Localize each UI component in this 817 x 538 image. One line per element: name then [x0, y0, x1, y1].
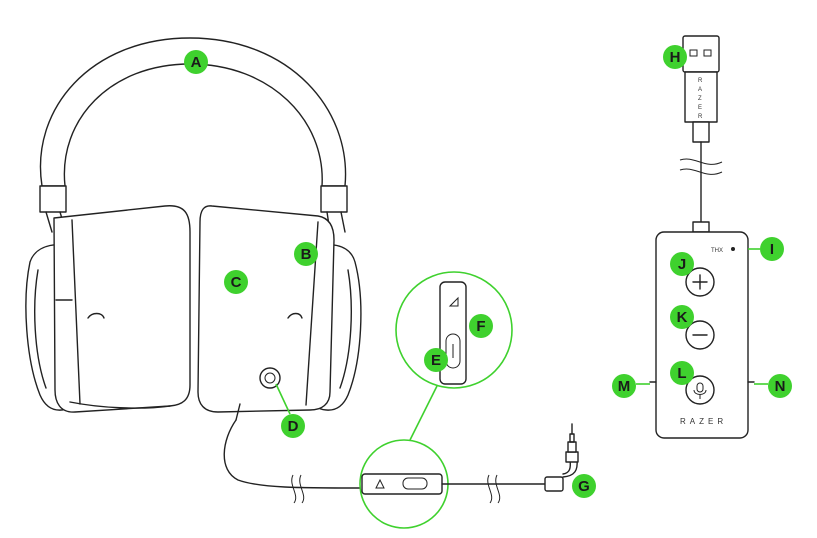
- badge-B: B: [294, 242, 318, 266]
- badge-A: A: [184, 50, 208, 74]
- label-B: B: [301, 246, 312, 263]
- audio-jack: [545, 424, 578, 491]
- control-box-brand: RAZER: [680, 417, 727, 426]
- badge-F: F: [469, 314, 493, 338]
- badge-K: K: [670, 305, 694, 329]
- label-C: C: [231, 274, 242, 291]
- badge-M: M: [612, 374, 650, 398]
- badge-L: L: [670, 361, 694, 385]
- label-G: G: [578, 478, 590, 495]
- badge-I: I: [748, 237, 784, 261]
- badge-J: J: [670, 252, 694, 276]
- svg-text:R: R: [698, 114, 703, 120]
- svg-text:Z: Z: [698, 96, 702, 102]
- label-H: H: [670, 49, 681, 66]
- label-N: N: [775, 378, 786, 395]
- left-earcup: [26, 206, 190, 412]
- inline-control-zoom: [396, 272, 512, 388]
- label-E: E: [431, 352, 441, 369]
- label-D: D: [288, 418, 299, 435]
- usb-connector: R A Z E R: [680, 36, 722, 232]
- usb-control-box: THX RAZER: [650, 232, 754, 438]
- label-I: I: [770, 241, 774, 258]
- inline-control: [360, 440, 545, 528]
- svg-text:E: E: [698, 105, 702, 111]
- svg-text:A: A: [698, 87, 702, 93]
- zoom-callout-line: [410, 386, 437, 440]
- badge-C: C: [224, 270, 248, 294]
- label-L: L: [677, 365, 686, 382]
- right-earcup: [198, 206, 361, 420]
- badge-G: G: [572, 474, 596, 498]
- badge-H: H: [663, 45, 687, 69]
- svg-text:R: R: [698, 78, 703, 84]
- badge-E: E: [424, 348, 448, 372]
- badge-N: N: [754, 374, 792, 398]
- label-K: K: [677, 309, 688, 326]
- label-F: F: [476, 318, 485, 335]
- thx-mark: THX: [711, 248, 723, 254]
- label-M: M: [618, 378, 631, 395]
- label-A: A: [191, 54, 202, 71]
- label-J: J: [678, 256, 686, 273]
